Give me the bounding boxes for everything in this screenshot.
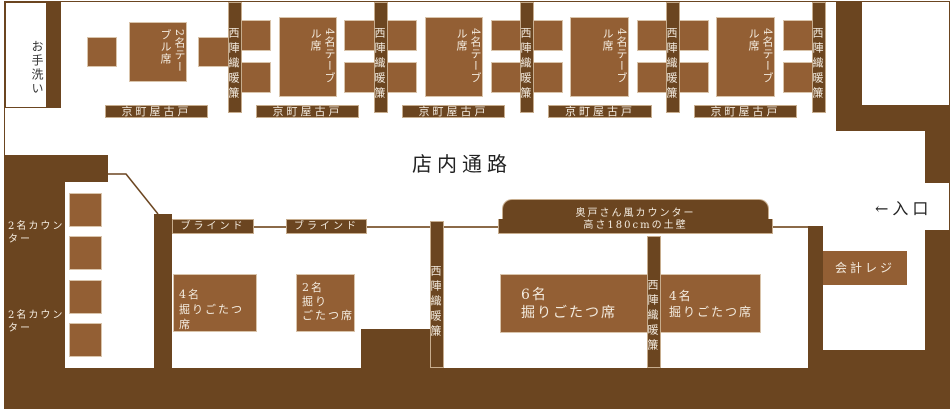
table-4-seat: 4名テーブル席 (716, 17, 775, 97)
sliding-door: 京町屋古戸 (694, 105, 797, 118)
counter-seat (69, 193, 102, 227)
aisle-label: 店内通路 (412, 152, 512, 176)
noren-curtain: 西陣織暖簾 (646, 236, 661, 368)
counter-seat (69, 323, 102, 357)
okudo-counter: 奥戸さん風カウンター (502, 199, 769, 221)
wall (808, 350, 950, 370)
pillar (154, 214, 172, 368)
restroom: お手洗い (5, 2, 47, 108)
entrance-label: ←入口 (875, 199, 933, 218)
wall (5, 368, 950, 409)
wall (925, 131, 950, 183)
noren-curtain: 西陣織暖簾 (665, 2, 680, 113)
noren-curtain: 西陣織暖簾 (373, 2, 388, 113)
table-2-seat: 2名テーブル席 (129, 22, 187, 82)
horigotatsu-2-seat: 2名掘りごたつ席 (296, 274, 355, 332)
sliding-door: 京町屋古戸 (105, 105, 208, 118)
earthen-wall: 高さ180cmの土壁 (498, 219, 773, 234)
wall (836, 105, 950, 131)
wall (47, 2, 61, 108)
counter-label: 2名カウンター (8, 221, 65, 245)
horigotatsu-4-seat: 4名掘りごたつ席 (173, 274, 257, 332)
table-4-seat: 4名テーブル席 (570, 17, 629, 97)
wall (361, 329, 430, 369)
noren-curtain: 西陣織暖簾 (429, 221, 444, 368)
restroom-label: お手洗い (30, 40, 44, 96)
counter-seat (69, 236, 102, 270)
sliding-door: 京町屋古戸 (548, 105, 652, 118)
blind: ブラインド (286, 219, 367, 234)
chair (87, 37, 117, 67)
blind: ブラインド (172, 219, 254, 234)
noren-curtain: 西陣織暖簾 (227, 2, 242, 113)
counter-seat (69, 280, 102, 314)
register: 会計レジ (823, 251, 907, 285)
noren-curtain: 西陣織暖簾 (811, 2, 826, 113)
noren-curtain: 西陣織暖簾 (519, 2, 534, 113)
counter (5, 155, 65, 409)
horigotatsu-6-seat: 6名掘りごたつ席 (500, 274, 648, 333)
sliding-door: 京町屋古戸 (402, 105, 505, 118)
pillar (808, 226, 823, 368)
sliding-door: 京町屋古戸 (256, 105, 359, 118)
table-4-seat: 4名テーブル席 (279, 17, 337, 97)
counter-label: 2名カウンター (8, 310, 65, 334)
horigotatsu-4-seat: 4名掘りごたつ席 (660, 274, 761, 333)
partition-line (172, 226, 808, 228)
table-4-seat: 4名テーブル席 (425, 17, 483, 97)
